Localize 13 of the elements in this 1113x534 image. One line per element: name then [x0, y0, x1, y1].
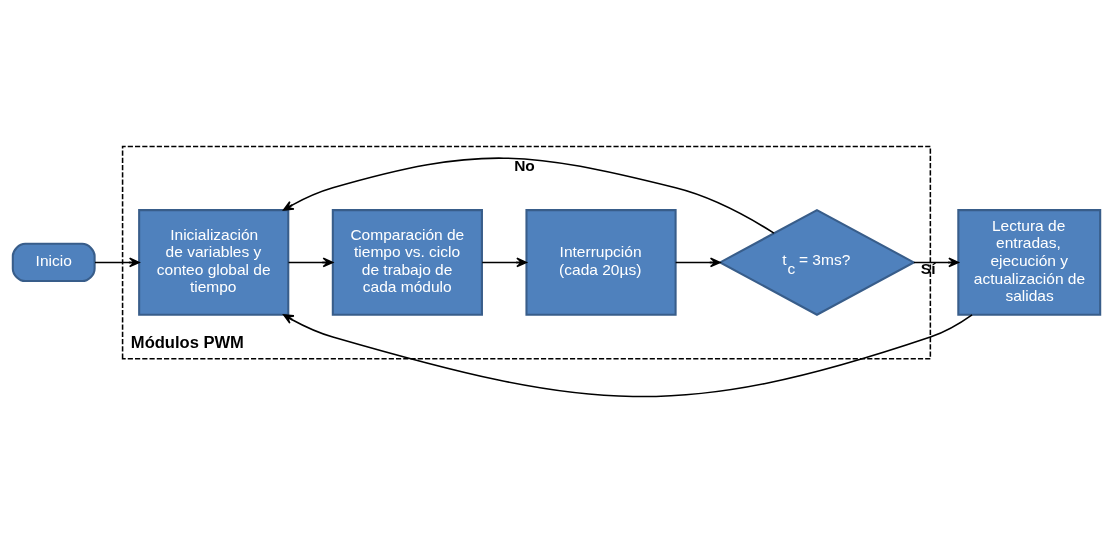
arrow — [282, 156, 775, 234]
arrow — [913, 256, 959, 267]
node-box: Inicio — [11, 242, 96, 282]
node-box: Comparación de tiempo vs. ciclo de trabajo de cada módulo — [331, 208, 483, 316]
arrow — [674, 256, 721, 267]
arrow — [287, 256, 334, 267]
edge-label: No — [514, 156, 535, 174]
arrow — [481, 256, 527, 267]
node-box: Lectura de entradas, ejecución y actualización de salidas — [957, 208, 1102, 316]
node-box: Inicialización de variables y conteo global de tiempo — [138, 208, 290, 316]
arrow — [282, 313, 973, 397]
node-box: Interrupción (cada 20µs) — [525, 208, 677, 316]
arrow — [94, 256, 140, 267]
